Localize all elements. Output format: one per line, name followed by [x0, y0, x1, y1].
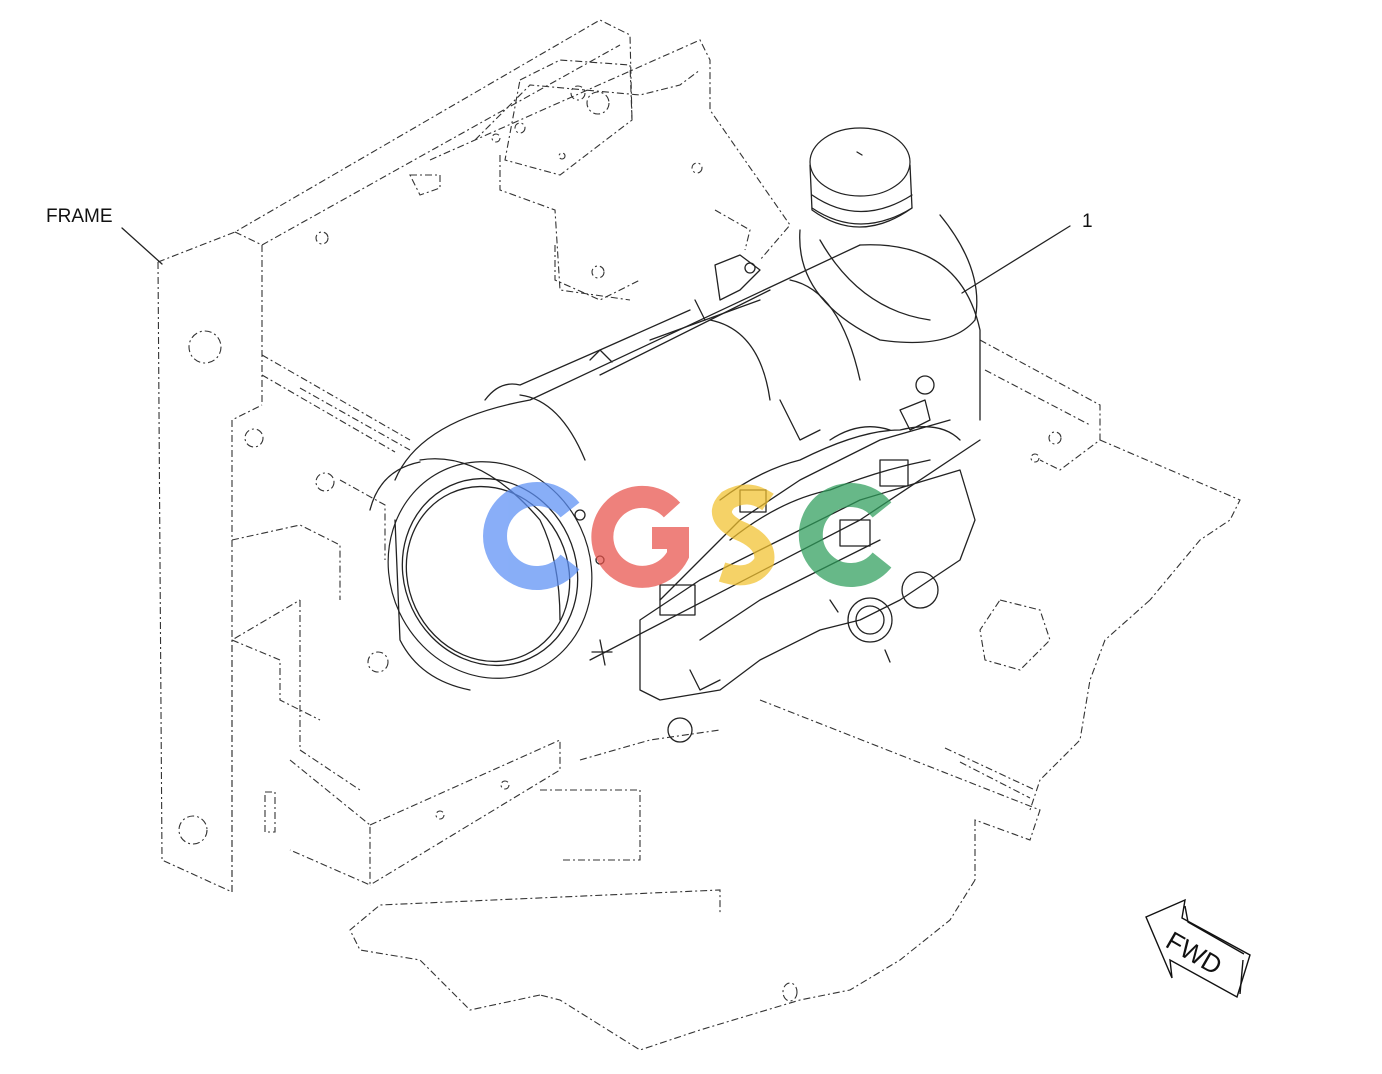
- frame-label: FRAME: [46, 206, 113, 227]
- annotations: FRAME 1: [46, 206, 1093, 294]
- watermark-letter-s: [712, 484, 775, 586]
- frame-structure: [157, 19, 1241, 1051]
- exhaust-assembly: [369, 127, 981, 743]
- watermark-logo: [483, 482, 892, 590]
- callout-1-label: 1: [1082, 211, 1093, 232]
- watermark-letter-g: [591, 485, 689, 588]
- frame-leader-line: [121, 227, 163, 265]
- watermark-letter-c2: [798, 483, 892, 587]
- callout-1-leader-line: [961, 225, 1071, 294]
- fwd-arrow-icon: FWD: [1145, 898, 1251, 999]
- watermark-letter-c1: [483, 482, 580, 590]
